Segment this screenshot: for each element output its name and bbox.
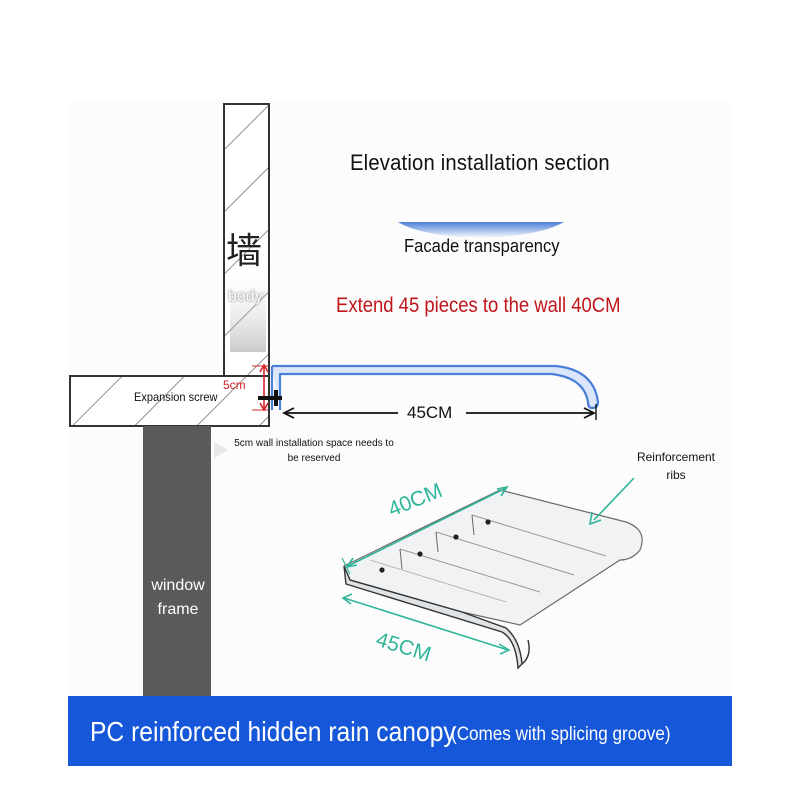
ribs-label: Reinforcement ribs (636, 450, 716, 482)
body-label: body (228, 288, 263, 305)
install-note: 5cm wall installation space needs to be … (234, 438, 394, 464)
width-dimension (341, 485, 509, 575)
product-banner (68, 696, 732, 766)
window-frame (143, 426, 211, 696)
gap-indicator (252, 363, 269, 412)
banner-subtitle: (Comes with splicing groove) (451, 724, 671, 745)
diagram-title: Elevation installation section (350, 150, 610, 175)
extend-note: Extend 45 pieces to the wall 40CM (336, 294, 621, 317)
note-pointer (214, 442, 228, 458)
ribs-pointer (588, 477, 635, 526)
wall-char-label: 墙 (226, 231, 263, 272)
gap-label: 5cm (223, 378, 246, 392)
facade-label: Facade transparency (404, 236, 560, 256)
canopy-3d-view (343, 489, 643, 670)
length-dimension (281, 404, 597, 420)
banner-title: PC reinforced hidden rain canopy (90, 716, 456, 747)
wall-section (223, 103, 270, 377)
window-frame-label: window frame (151, 577, 205, 618)
floor-slab (69, 375, 270, 427)
expansion-screw-label: Expansion screw (134, 390, 218, 404)
expansion-screw (258, 390, 282, 406)
length-label: 45CM (407, 403, 453, 422)
facade-swatch (398, 222, 564, 238)
depth-dimension (341, 593, 511, 655)
canopy-profile (270, 364, 600, 410)
